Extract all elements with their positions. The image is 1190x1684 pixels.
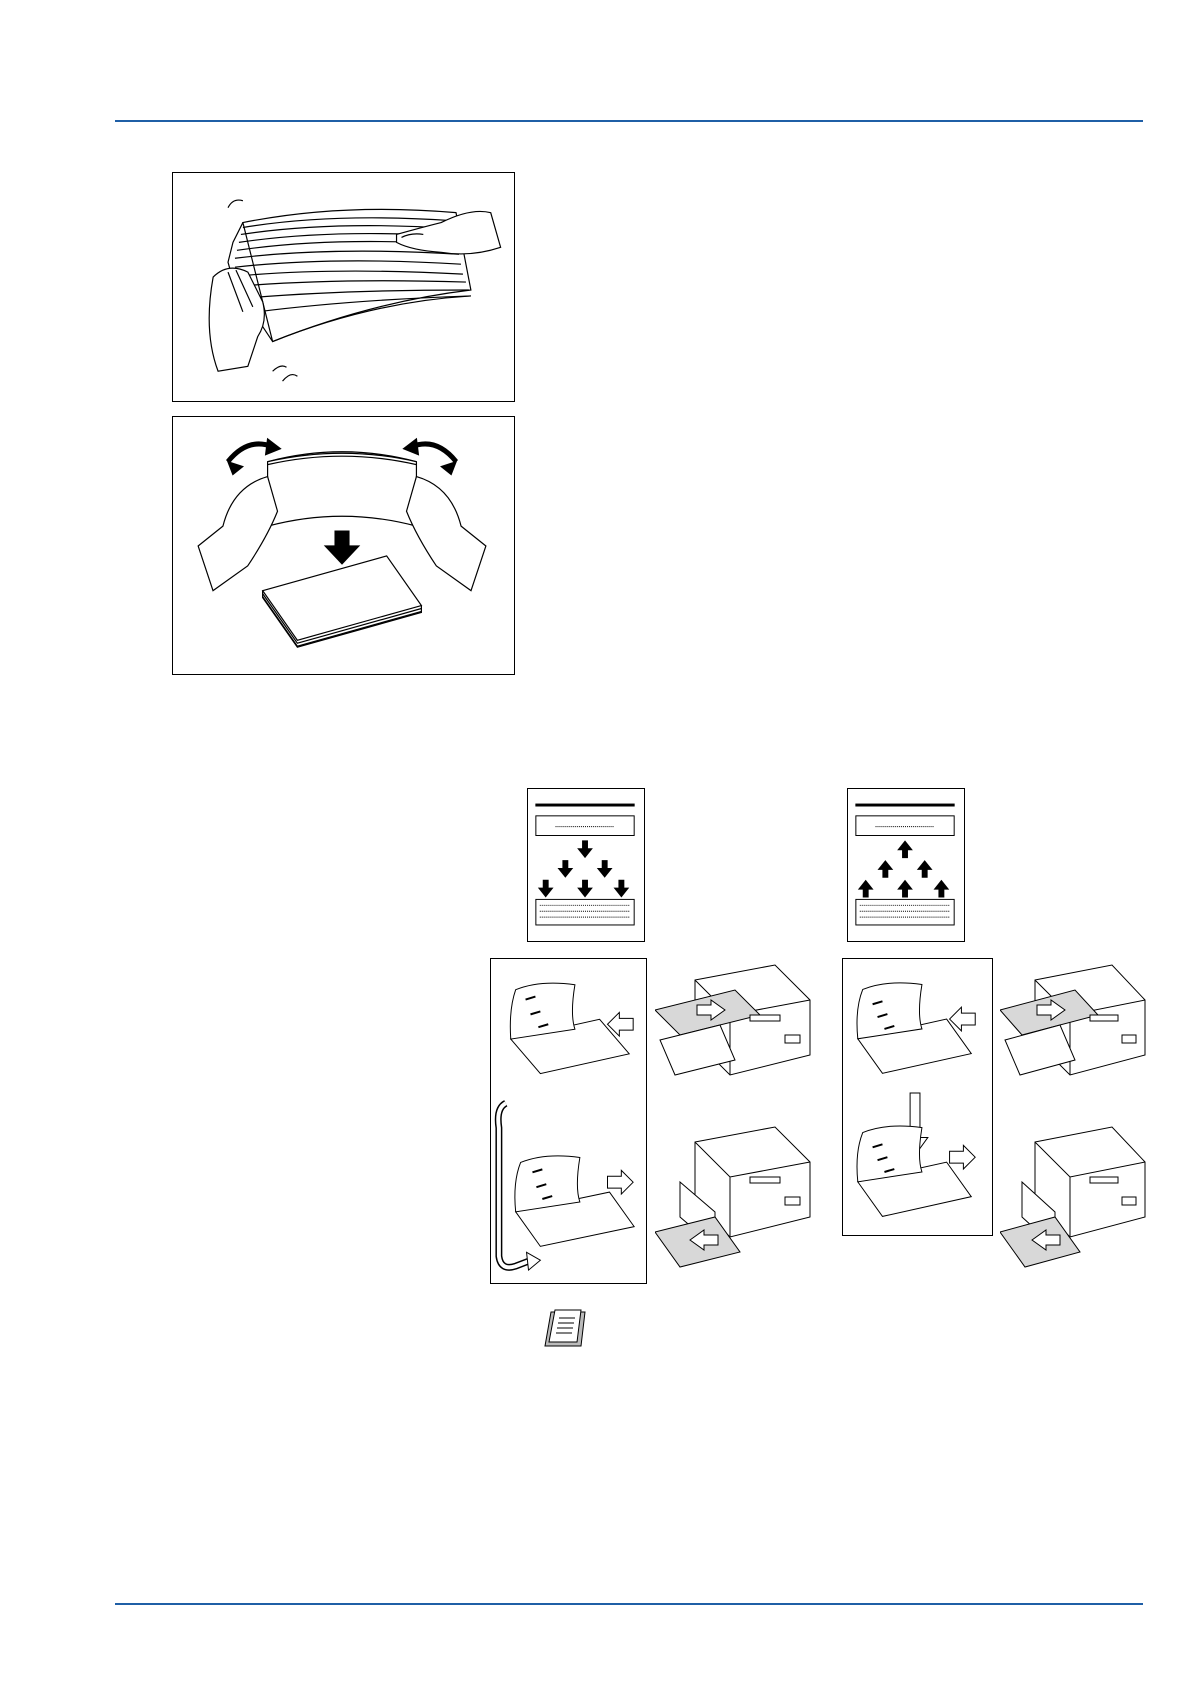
- load-up-svg: [843, 959, 992, 1235]
- printer-illustration: [655, 1122, 815, 1272]
- tap-paper-stack-illustration: [172, 416, 515, 675]
- printer-illustration: [1000, 1122, 1150, 1272]
- printer-3-svg: [1000, 960, 1150, 1090]
- paper-curl-up-diagram: [847, 788, 965, 942]
- note-icon-svg: [537, 1306, 589, 1350]
- load-curled-up-paper-diagram: [842, 958, 993, 1236]
- header-rule: [115, 120, 1143, 122]
- curl-up-svg: [848, 789, 964, 941]
- fan-paper-svg: [173, 173, 514, 401]
- printer-illustration: [1000, 960, 1150, 1090]
- footer-rule: [115, 1603, 1143, 1605]
- note-icon: [537, 1306, 589, 1350]
- printer-4-svg: [1000, 1122, 1150, 1272]
- fan-paper-stack-illustration: [172, 172, 515, 402]
- curl-down-svg: [528, 789, 644, 941]
- printer-2-svg: [655, 1122, 815, 1272]
- printer-illustration: [655, 960, 815, 1090]
- printer-1-svg: [655, 960, 815, 1090]
- tap-paper-svg: [173, 417, 514, 674]
- load-curled-down-paper-diagram: [490, 958, 647, 1284]
- paper-curl-down-diagram: [527, 788, 645, 942]
- load-down-svg: [491, 959, 646, 1283]
